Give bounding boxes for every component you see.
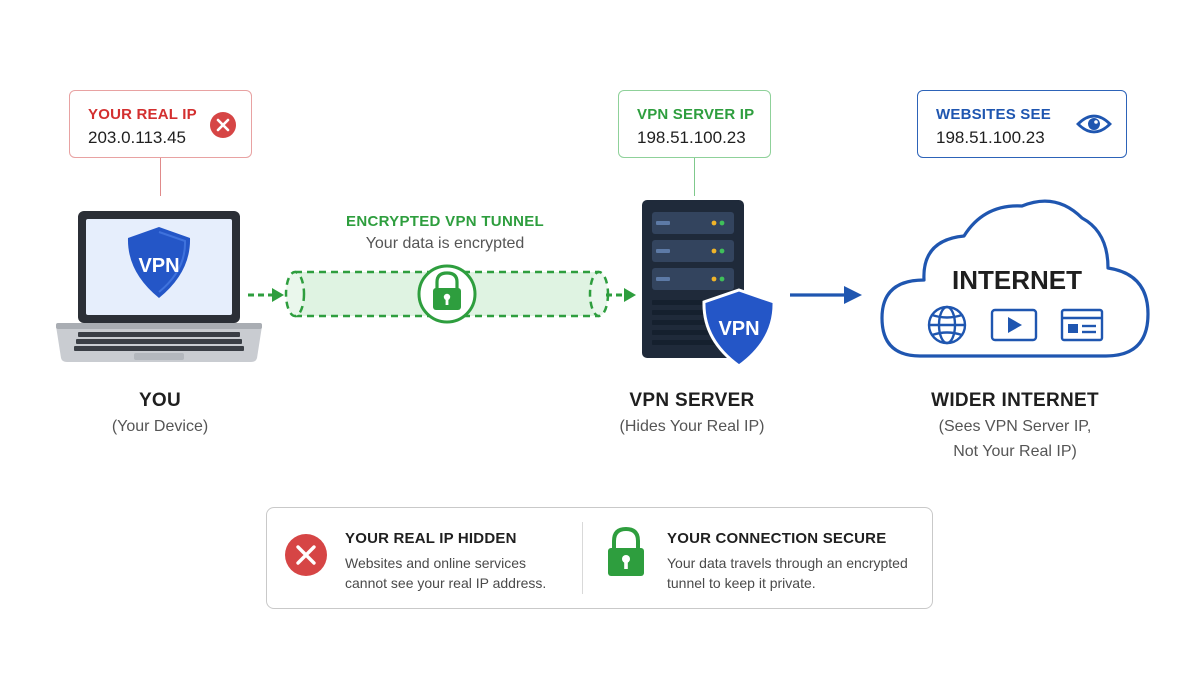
real-ip-label: YOUR REAL IP — [88, 106, 197, 123]
internet-subtitle-line2: Not Your Real IP) — [953, 443, 1077, 460]
encrypted-tunnel — [284, 264, 610, 324]
summary-secure-line1: Your data travels through an encrypted — [667, 555, 908, 571]
server-ip-connector — [694, 158, 695, 196]
video-play-icon — [990, 308, 1038, 342]
web-page-icon — [1060, 308, 1104, 342]
summary-secure-title: YOUR CONNECTION SECURE — [667, 530, 887, 547]
device-shield-text: VPN — [138, 255, 179, 277]
internet-subtitle-line1: (Sees VPN Server IP, — [938, 418, 1092, 435]
server-ip-box: VPN SERVER IP 198.51.100.23 — [618, 90, 771, 158]
secure-lock-icon — [608, 526, 644, 576]
tunnel-subtitle: Your data is encrypted — [365, 235, 525, 252]
device-title: YOU — [138, 390, 182, 411]
websites-see-box: WEBSITES SEE 198.51.100.23 — [917, 90, 1127, 158]
summary-divider — [582, 522, 583, 594]
hidden-ip-x-icon — [285, 534, 327, 576]
tunnel-to-server-arrow — [606, 288, 636, 302]
server-icon: VPN — [642, 200, 776, 368]
websites-see-label: WEBSITES SEE — [936, 106, 1051, 123]
device-subtitle: (Your Device) — [111, 418, 209, 435]
internet-title: WIDER INTERNET — [931, 390, 1099, 411]
server-shield-text: VPN — [718, 318, 759, 340]
globe-icon — [927, 305, 967, 345]
server-ip-value: 198.51.100.23 — [637, 128, 746, 147]
server-ip-label: VPN SERVER IP — [637, 106, 755, 123]
websites-see-value: 198.51.100.23 — [936, 128, 1045, 147]
summary-panel: YOUR REAL IP HIDDEN Websites and online … — [266, 507, 933, 609]
real-ip-box: YOUR REAL IP 203.0.113.45 — [69, 90, 252, 158]
real-ip-connector — [160, 158, 161, 196]
real-ip-value: 203.0.113.45 — [88, 128, 186, 147]
laptop-icon: VPN — [56, 211, 262, 362]
server-shield-icon: VPN — [702, 288, 776, 368]
server-title: VPN SERVER — [629, 390, 755, 411]
tunnel-title: ENCRYPTED VPN TUNNEL — [346, 213, 544, 230]
keyboard — [74, 332, 244, 351]
summary-hidden-line2: cannot see your real IP address. — [345, 575, 547, 591]
x-circle-icon — [210, 112, 236, 138]
server-to-internet-arrow — [790, 286, 862, 304]
summary-hidden-line1: Websites and online services — [345, 555, 527, 571]
summary-secure-line2: tunnel to keep it private. — [667, 575, 816, 591]
summary-hidden-title: YOUR REAL IP HIDDEN — [345, 530, 517, 547]
lock-icon — [417, 264, 477, 324]
left-arrow — [248, 288, 284, 302]
internet-cloud: INTERNET — [880, 199, 1150, 358]
server-subtitle: (Hides Your Real IP) — [619, 418, 765, 435]
cloud-label: INTERNET — [952, 265, 1082, 295]
eye-icon — [1076, 114, 1112, 134]
device-shield-icon: VPN — [127, 227, 191, 298]
